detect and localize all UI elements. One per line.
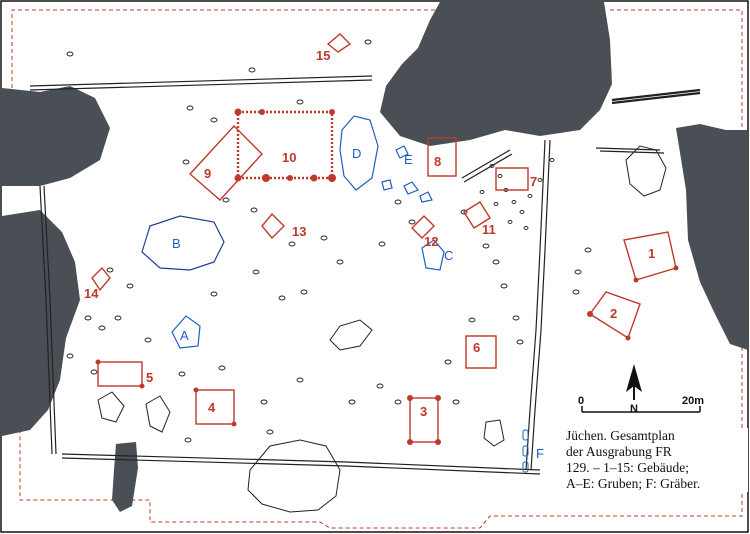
- ditch-northeast: [595, 147, 665, 154]
- caption-line-1: Jüchen. Gesamtplan: [566, 428, 675, 443]
- postholes: [66, 39, 592, 443]
- building-3-outline: [409, 397, 439, 443]
- scale-start-label: 0: [578, 395, 584, 407]
- building-label-8: 8: [434, 154, 441, 169]
- pit-e-cluster: [381, 145, 433, 203]
- building-6-outline: [465, 335, 497, 369]
- building-5-outline: [97, 361, 143, 387]
- pit-label-d: D: [352, 146, 361, 161]
- ditch-south: [61, 453, 541, 475]
- disturbed-area-west: [2, 210, 80, 436]
- pit-west-lower: [97, 391, 125, 423]
- building-label-6: 6: [473, 340, 480, 355]
- building-15-outline: [326, 33, 352, 53]
- disturbed-area-north-center: [380, 2, 612, 146]
- buildings: [91, 33, 679, 445]
- ditch-north: [29, 75, 373, 91]
- pit-a-outline: [171, 315, 201, 349]
- disturbed-area-east: [676, 124, 748, 350]
- disturbed-area-south-pillar: [112, 442, 138, 512]
- building-label-10: 10: [282, 150, 296, 165]
- building-9-outline: [188, 124, 263, 201]
- pit-label-a: A: [180, 328, 189, 343]
- linear-features: [29, 75, 701, 475]
- building-12-outline: [411, 215, 435, 239]
- pit-c-outline: [421, 239, 445, 271]
- north-arrow: N: [626, 364, 642, 415]
- north-label: N: [630, 403, 638, 415]
- pit-south-west: [145, 395, 171, 433]
- disturbed-areas: [2, 2, 748, 512]
- building-label-15: 15: [316, 48, 330, 63]
- feature-outlines: [97, 145, 667, 513]
- pit-center-east: [329, 319, 373, 351]
- map-caption: Jüchen. Gesamtplan der Ausgrabung FR 129…: [566, 428, 748, 492]
- building-labels: 1 2 3 4 5 6 7 8 9 10 11 12 13 14 15: [84, 48, 655, 419]
- pit-d-outline: [339, 115, 379, 191]
- building-label-13: 13: [292, 224, 306, 239]
- building-label-4: 4: [208, 400, 216, 415]
- scale-bar: 0 20m: [578, 395, 704, 413]
- building-label-7: 7: [530, 174, 537, 189]
- ditch-east: [525, 139, 551, 471]
- caption-line-4: A–E: Gruben; F: Gräber.: [566, 476, 701, 491]
- post-markers: [95, 108, 679, 445]
- north-arrow-icon: [626, 364, 642, 392]
- building-2-outline: [588, 291, 641, 340]
- ditch-center-diagonal: [461, 149, 513, 183]
- disturbed-area-northwest: [2, 86, 110, 186]
- pit-south-east: [483, 419, 505, 447]
- ditch-north-right: [611, 88, 701, 105]
- grave-cluster: [522, 429, 529, 473]
- caption-line-2: der Ausgrabung FR: [566, 444, 672, 459]
- building-11-outline: [463, 201, 491, 229]
- pit-label-e: E: [404, 152, 413, 167]
- caption-line-3: 129. – 1–15: Gebäude;: [566, 460, 689, 475]
- building-8-outline: [427, 137, 457, 177]
- ditch-west: [39, 185, 57, 455]
- building-label-14: 14: [84, 286, 99, 301]
- building-4-outline: [195, 389, 235, 425]
- building-label-1: 1: [648, 246, 655, 261]
- pit-b-outline: [141, 215, 225, 271]
- building-label-12: 12: [424, 234, 438, 249]
- pit-label-f: F: [536, 446, 544, 461]
- building-label-11: 11: [482, 222, 496, 237]
- building-14-outline: [91, 266, 111, 292]
- building-label-9: 9: [204, 166, 211, 181]
- building-label-2: 2: [610, 306, 617, 321]
- building-label-5: 5: [146, 370, 153, 385]
- pit-label-b: B: [172, 236, 181, 251]
- building-label-3: 3: [420, 404, 427, 419]
- pit-label-c: C: [444, 248, 453, 263]
- pit-northeast-cluster: [625, 145, 667, 197]
- pits: [141, 115, 445, 349]
- large-pit-south: [247, 439, 341, 513]
- building-13-outline: [261, 212, 285, 240]
- scale-end-label: 20m: [682, 395, 704, 407]
- pit-labels: A B C D E F: [172, 146, 544, 461]
- building-7-outline: [495, 167, 529, 191]
